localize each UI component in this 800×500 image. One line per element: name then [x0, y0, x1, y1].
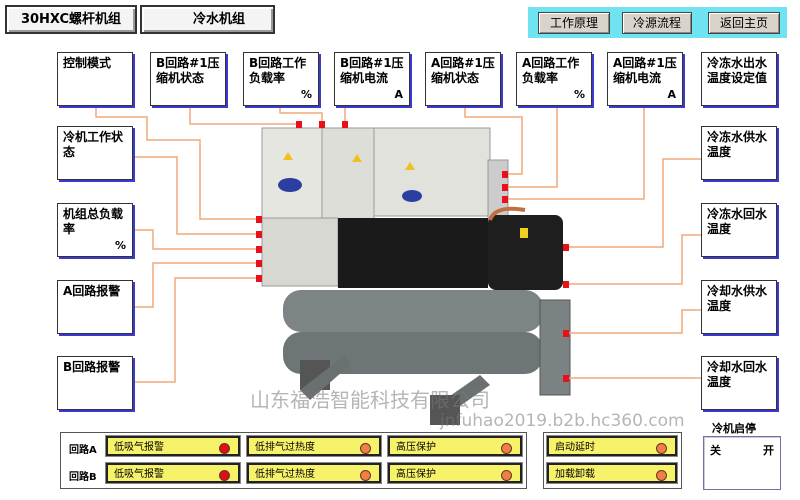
watermark-site: jnfuhao2019.b2b.hc360.com	[440, 411, 685, 431]
cooling-supply-temp-box: 冷却水供水温度	[701, 280, 777, 334]
home-button[interactable]: 返回主页	[708, 12, 780, 34]
unit-label: A	[667, 88, 676, 101]
sensor-marker[interactable]	[256, 216, 262, 223]
box-label: B回路#1压缩机电流	[340, 56, 404, 85]
chiller-image	[261, 127, 571, 425]
a-compressor-current-box: A回路#1压缩机电流 A	[607, 52, 683, 106]
status-lamp-icon	[219, 443, 230, 454]
a-load-rate-box: A回路工作负载率%	[516, 52, 592, 106]
box-label: A回路报警	[63, 284, 121, 298]
unit-label: %	[300, 88, 312, 101]
sensor-marker[interactable]	[256, 246, 262, 253]
nav-toolbar: 工作原理 冷源流程 返回主页	[528, 7, 787, 38]
box-label: A回路#1压缩机电流	[613, 56, 677, 85]
sensor-marker[interactable]	[342, 121, 348, 128]
watermark-company: 山东福浩智能科技有限公司	[250, 388, 490, 412]
box-label: B回路工作负载率	[249, 56, 307, 85]
alarm-a-low-suction: 低吸气报警	[106, 436, 240, 456]
unit-type-label: 冷水机组	[192, 12, 245, 27]
unit-type-title: 冷水机组	[140, 5, 275, 34]
sensor-marker[interactable]	[296, 121, 302, 128]
chilled-supply-temp-box: 冷冻水供水温度	[701, 126, 777, 180]
box-label: 冷却水供水温度	[707, 284, 768, 313]
box-label: 机组总负载率	[63, 207, 124, 236]
status-lamp-icon	[501, 470, 512, 481]
alarm-b-low-suction: 低吸气报警	[106, 463, 240, 483]
sensor-marker[interactable]	[256, 260, 262, 267]
sensor-marker[interactable]	[319, 121, 325, 128]
alarm-label: 高压保护	[396, 469, 436, 480]
alarm-label: 启动延时	[555, 442, 595, 453]
box-label: 冷却水回水温度	[707, 360, 768, 389]
alarm-a-low-discharge-superheat: 低排气过热度	[247, 436, 381, 456]
status-lamp-icon	[656, 443, 667, 454]
box-label: 控制模式	[63, 56, 112, 70]
box-label: 冷冻水回水温度	[707, 207, 768, 236]
sensor-marker[interactable]	[502, 184, 508, 191]
alarm-label: 低排气过热度	[255, 469, 315, 480]
sensor-marker[interactable]	[256, 275, 262, 282]
b-circuit-alarm-box: B回路报警	[57, 356, 133, 410]
total-load-rate-box: 机组总负载率%	[57, 203, 133, 257]
unit-label: %	[114, 239, 126, 252]
box-label: A回路#1压缩机状态	[431, 56, 495, 85]
load-unload-status: 加载卸载	[547, 463, 677, 483]
box-label: A回路工作负载率	[522, 56, 580, 85]
status-panel: 启动延时 加载卸载	[543, 432, 682, 489]
box-label: B回路报警	[63, 360, 121, 374]
b-compressor-status-box: B回路#1压缩机状态	[150, 52, 226, 106]
alarm-label: 低吸气报警	[114, 442, 164, 453]
status-lamp-icon	[360, 470, 371, 481]
status-lamp-icon	[219, 470, 230, 481]
alarm-b-high-pressure: 高压保护	[388, 463, 522, 483]
sensor-marker[interactable]	[563, 375, 569, 382]
row-label-b: 回路B	[69, 472, 97, 483]
sensor-marker[interactable]	[502, 171, 508, 178]
box-label: 冷机工作状态	[63, 130, 124, 159]
box-label: 冷冻水供水温度	[707, 130, 768, 159]
off-label[interactable]: 关	[710, 444, 721, 457]
principle-button[interactable]: 工作原理	[538, 12, 610, 34]
status-lamp-icon	[501, 443, 512, 454]
box-label: 冷冻水出水温度设定值	[707, 56, 768, 85]
alarm-b-low-discharge-superheat: 低排气过热度	[247, 463, 381, 483]
startup-delay-status: 启动延时	[547, 436, 677, 456]
cooling-return-temp-box: 冷却水回水温度	[701, 356, 777, 410]
alarm-label: 加载卸载	[555, 469, 595, 480]
sensor-marker[interactable]	[563, 330, 569, 337]
chiller-status-box: 冷机工作状态	[57, 126, 133, 180]
b-compressor-current-box: B回路#1压缩机电流 A	[334, 52, 410, 106]
start-stop-title: 冷机启停	[712, 422, 756, 435]
status-lamp-icon	[360, 443, 371, 454]
sensor-marker[interactable]	[563, 244, 569, 251]
on-label[interactable]: 开	[763, 444, 774, 457]
b-load-rate-box: B回路工作负载率%	[243, 52, 319, 106]
alarm-a-high-pressure: 高压保护	[388, 436, 522, 456]
status-lamp-icon	[656, 470, 667, 481]
connector-lines	[95, 108, 701, 383]
sensor-marker[interactable]	[256, 231, 262, 238]
model-title: 30HXC螺杆机组	[5, 5, 137, 34]
a-circuit-alarm-box: A回路报警	[57, 280, 133, 334]
unit-label: A	[394, 88, 403, 101]
alarm-panel: 回路A 回路B 低吸气报警 低排气过热度 高压保护 低吸气报警 低排气过热度 高…	[60, 432, 527, 489]
sensor-marker[interactable]	[502, 196, 508, 203]
box-label: B回路#1压缩机状态	[156, 56, 220, 85]
control-mode-box: 控制模式	[57, 52, 133, 106]
unit-label: %	[573, 88, 585, 101]
cold-source-flow-button[interactable]: 冷源流程	[622, 12, 692, 34]
start-stop-toggle[interactable]: 关 开	[703, 436, 781, 490]
alarm-label: 低排气过热度	[255, 442, 315, 453]
row-label-a: 回路A	[69, 445, 97, 456]
alarm-label: 低吸气报警	[114, 469, 164, 480]
sensor-marker[interactable]	[563, 281, 569, 288]
alarm-label: 高压保护	[396, 442, 436, 453]
a-compressor-status-box: A回路#1压缩机状态	[425, 52, 501, 106]
chilled-return-temp-box: 冷冻水回水温度	[701, 203, 777, 257]
chilled-water-setpoint-box: 冷冻水出水温度设定值	[701, 52, 777, 106]
